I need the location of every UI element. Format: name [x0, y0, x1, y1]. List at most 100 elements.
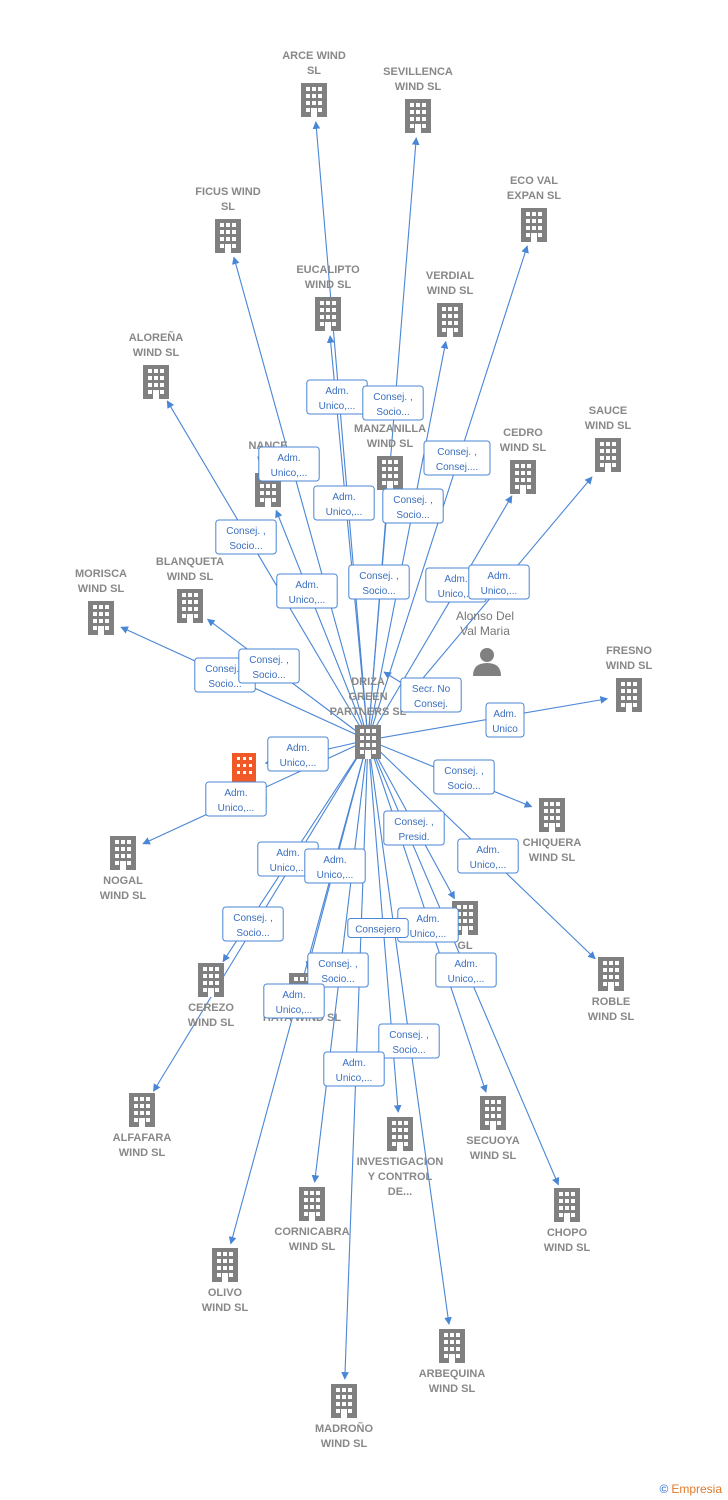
building-icon [88, 601, 114, 635]
edge-label-orange[interactable]: Adm. Unico,... [267, 736, 329, 772]
edge-label-text: Unico [492, 724, 518, 735]
edge-label-ficus[interactable]: Adm.Unico,... [258, 446, 320, 482]
edge-label-nogal[interactable]: Adm.Unico,... [205, 781, 267, 817]
edge-label-fresno[interactable]: Adm. Unico [485, 702, 525, 738]
building-icon [198, 963, 224, 997]
edge-label-box [435, 952, 497, 988]
building-icon [539, 798, 565, 832]
edge-label-box [348, 564, 410, 600]
edge-label-madrono[interactable]: Adm.Unico,... [323, 1051, 385, 1087]
edge-label-text: Consej. , [393, 495, 432, 506]
edge-label-box [400, 677, 462, 713]
company-name-line: WIND SL [529, 852, 576, 864]
company-name-line: WIND SL [202, 1302, 249, 1314]
edge-label-text: Adm. [342, 1058, 365, 1069]
edge-label-box [304, 848, 366, 884]
edge-label-text: Socio... [362, 586, 395, 597]
company-name-line: INVESTIGACION [357, 1156, 444, 1168]
building-icon [299, 1187, 325, 1221]
footer-brand[interactable]: ©Empresia [659, 1482, 722, 1496]
company-name-line: ROBLE [592, 996, 631, 1008]
edge-label-text: Socio... [208, 679, 241, 690]
edge-label-arce[interactable]: Adm.Unico,... [306, 379, 368, 415]
edge-label-manzanilla[interactable]: Consej. ,Socio... [348, 564, 410, 600]
edge-label-box [238, 648, 300, 684]
edge-label-text: Adm. [493, 709, 516, 720]
edge-label-ecoval[interactable]: Consej. ,Consej.... [423, 440, 491, 476]
building-icon [521, 208, 547, 242]
edge-label-investigacion[interactable]: Consejero [347, 918, 409, 938]
edge-label-cornicabra[interactable]: Consej. ,Socio... [307, 952, 369, 988]
company-node-chiquera[interactable]: CHIQUERA WIND SL [523, 798, 582, 864]
edge-label-text: Adm. [286, 743, 309, 754]
edge-label-text: Consej. [414, 699, 448, 710]
building-highlight-icon [232, 753, 256, 783]
edge-label-text: Unico,... [481, 586, 518, 597]
edge-label-sevillenca[interactable]: Consej. ,Socio... [362, 385, 424, 421]
building-icon [129, 1093, 155, 1127]
edge-label-text: Unico,... [280, 758, 317, 769]
edge-label-secuoya[interactable]: Adm.Unico,... [397, 907, 459, 943]
edge-label-box [258, 446, 320, 482]
company-name-line: ALFAFARA [113, 1132, 172, 1144]
edge-label-box [267, 736, 329, 772]
edge-label-haya[interactable]: Adm.Unico,... [304, 848, 366, 884]
edge-label-text: Unico,... [289, 595, 326, 606]
edge-label-cerezo[interactable]: Consej. ,Socio... [222, 906, 284, 942]
company-name-line: WIND SL [470, 1150, 517, 1162]
edge-label-alorena[interactable]: Consej. ,Socio... [215, 519, 277, 555]
company-name-line: EXPAN SL [507, 190, 561, 202]
edge-label-text: Socio... [236, 928, 269, 939]
edge-label-eucalipto[interactable]: Adm.Unico,... [313, 485, 375, 521]
edge-label-blanqueta[interactable]: Consej. ,Socio... [238, 648, 300, 684]
company-name-line: SL [307, 65, 321, 77]
company-name-line: MADROÑO [315, 1422, 373, 1435]
edge-label-olivo[interactable]: Adm.Unico,... [263, 983, 325, 1019]
company-name-line: WIND SL [133, 347, 180, 359]
edge-label-text: Adm. [332, 492, 355, 503]
edge-label-nance[interactable]: Adm.Unico,... [276, 573, 338, 609]
edge-label-arbequina[interactable]: Consej. ,Socio... [378, 1023, 440, 1059]
edge-label-text: Unico,... [276, 1005, 313, 1016]
edge-label-verdial[interactable]: Consej. ,Socio... [382, 488, 444, 524]
edge-label-chiquera[interactable]: Consej. ,Socio... [433, 759, 495, 795]
edge-label-text: Consejero [355, 925, 401, 936]
person-edge-label-sauce[interactable]: Adm.Unico,... [468, 564, 530, 600]
edge-label-gl[interactable]: Consej. ,Presid. [383, 810, 445, 846]
edge-label-chopo[interactable]: Adm.Unico,... [435, 952, 497, 988]
company-name-line: CHIQUERA [523, 837, 582, 849]
company-name-line: WIND SL [289, 1241, 336, 1253]
copyright-symbol: © [659, 1482, 669, 1496]
company-name-line: MANZANILLA [354, 423, 426, 435]
edge-label-roble[interactable]: Adm.Unico,... [457, 838, 519, 874]
edge-label-text: Socio... [229, 541, 262, 552]
